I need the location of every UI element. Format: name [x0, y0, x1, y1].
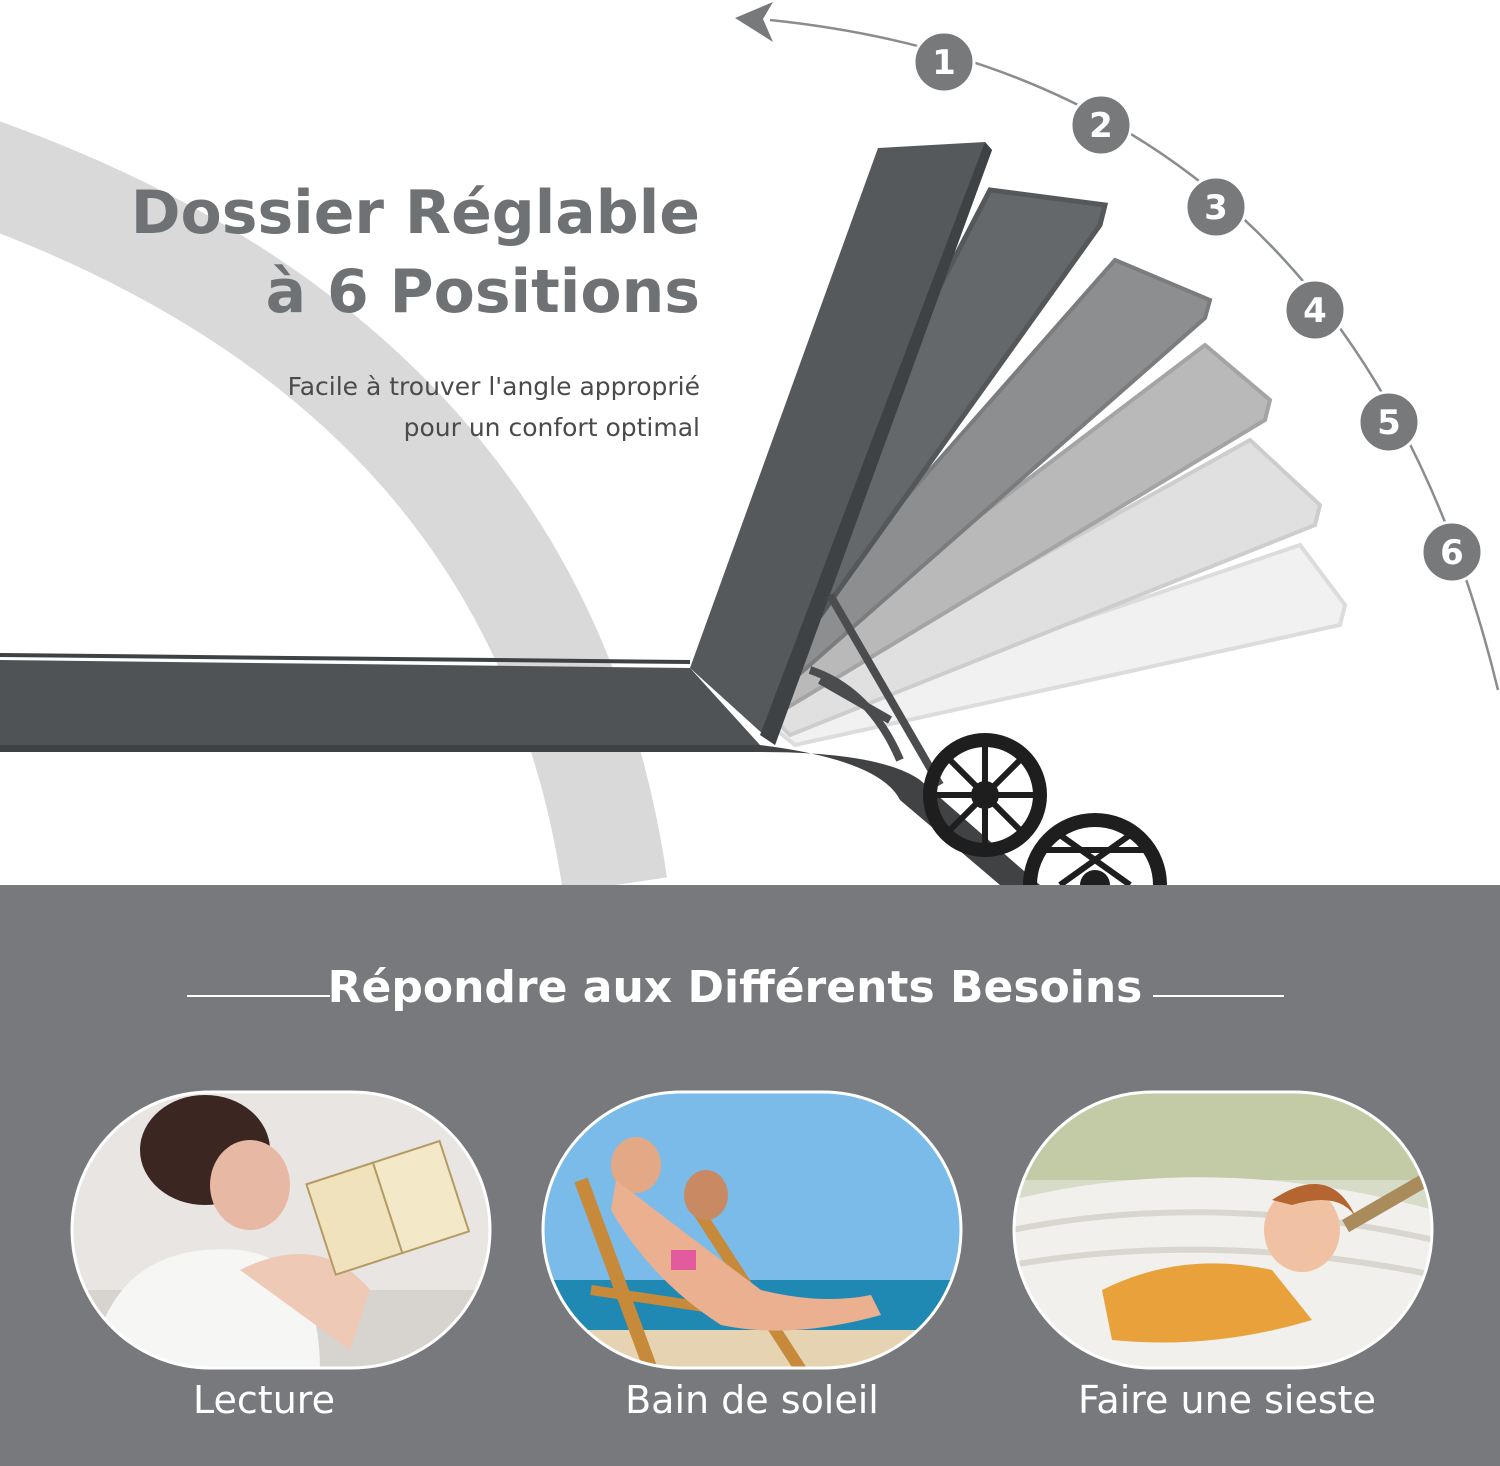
position-badge-6-label: 6 [1440, 533, 1464, 573]
position-badges: 1 2 3 4 5 6 [912, 30, 1484, 584]
adjustable-backrest-section: 1 2 3 4 5 6 Dossier Réglable à 6 Positio… [0, 0, 1500, 885]
position-badge-1: 1 [912, 30, 976, 94]
position-badge-2: 2 [1069, 93, 1133, 157]
subtitle-line-2: pour un confort optimal [403, 413, 700, 442]
position-badge-2-label: 2 [1089, 106, 1113, 146]
position-badge-4: 4 [1283, 278, 1347, 342]
position-badge-1-label: 1 [932, 43, 956, 83]
lounge-chair-illustration [0, 142, 1348, 885]
caption-reading: Lecture [193, 1378, 335, 1422]
page-title-line-2: à 6 Positions [265, 257, 700, 327]
caption-sunbathing: Bain de soleil [625, 1378, 879, 1422]
page-title-line-1: Dossier Réglable [130, 178, 700, 248]
caption-napping: Faire une sieste [1078, 1378, 1376, 1422]
position-badge-3: 3 [1184, 175, 1248, 239]
section-title-line-right [1153, 995, 1284, 997]
arc-arrowhead [735, 2, 773, 42]
section-title-line-left [187, 995, 330, 997]
position-badge-4-label: 4 [1303, 291, 1327, 331]
wheels [923, 733, 1167, 885]
sunbathing-photo [541, 1090, 963, 1370]
section-title: Répondre aux Différents Besoins [327, 962, 1143, 1013]
position-badge-3-label: 3 [1204, 188, 1228, 228]
position-badge-5: 5 [1357, 390, 1421, 454]
napping-photo [1012, 1090, 1434, 1370]
subtitle-line-1: Facile à trouver l'angle approprié [287, 372, 700, 401]
position-badge-5-label: 5 [1377, 403, 1401, 443]
adjustment-bracket [808, 592, 944, 788]
reading-photo [70, 1090, 492, 1370]
chair-seat [0, 653, 1040, 885]
backrest-upright [690, 142, 992, 745]
uses-panel: Répondre aux Différents Besoins Lecture [0, 885, 1500, 1466]
position-badge-6: 6 [1420, 520, 1484, 584]
